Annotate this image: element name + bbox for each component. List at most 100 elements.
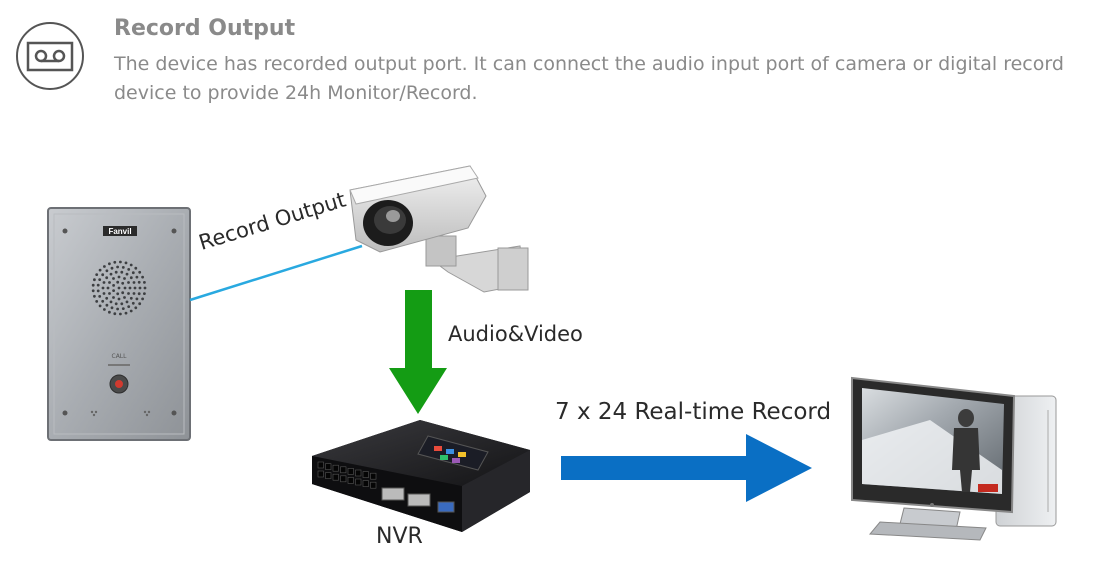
grille-hole xyxy=(101,273,105,277)
grille-hole xyxy=(102,292,106,295)
grille-hole xyxy=(127,281,130,284)
grille-hole xyxy=(129,276,133,280)
realtime-record-label: 7 x 24 Real-time Record xyxy=(555,399,832,425)
grille-hole xyxy=(98,268,102,272)
nvr-port xyxy=(325,463,332,470)
section-title: Record Output xyxy=(114,16,296,41)
grille-hole xyxy=(113,260,117,264)
grille-hole xyxy=(138,286,142,290)
grille-hole xyxy=(143,281,146,284)
audio-video-label: Audio&Video xyxy=(448,322,583,346)
vga-port xyxy=(437,501,455,513)
grille-hole xyxy=(120,302,124,306)
grille-hole xyxy=(121,266,125,269)
grille-hole xyxy=(121,307,125,310)
grille-hole xyxy=(134,266,138,270)
grille-hole xyxy=(125,272,129,276)
grille-hole xyxy=(119,260,122,264)
grille-hole xyxy=(123,286,127,290)
grille-hole xyxy=(143,292,146,295)
door-phone-device: Fanvil CALL xyxy=(47,207,191,441)
grille-hole xyxy=(138,270,142,274)
grille-hole xyxy=(137,292,141,296)
nvr-port xyxy=(317,470,324,478)
ethernet-port xyxy=(407,493,431,507)
grille-hole xyxy=(98,295,102,298)
grille-hole xyxy=(143,286,147,290)
grille-hole xyxy=(101,286,105,290)
grille-hole xyxy=(117,286,121,290)
nvr-port xyxy=(332,464,339,472)
grille-hole xyxy=(121,291,125,295)
grille-hole xyxy=(105,276,109,280)
grille-hole xyxy=(96,283,100,287)
grille-hole xyxy=(127,292,130,295)
grille-hole xyxy=(91,289,95,293)
grille-hole xyxy=(105,296,109,300)
nvr-port xyxy=(347,468,354,475)
grille-hole xyxy=(114,270,118,274)
nvr-port xyxy=(355,478,362,486)
grille-hole xyxy=(123,277,126,280)
grille-hole xyxy=(123,296,126,299)
grille-hole xyxy=(112,289,115,292)
grille-hole xyxy=(102,281,106,284)
grille-hole xyxy=(129,263,133,267)
grille-hole xyxy=(108,262,111,266)
grille-hole xyxy=(124,261,128,265)
right-arrow xyxy=(561,434,812,502)
grille-hole xyxy=(93,278,96,282)
nvr-port xyxy=(325,472,332,479)
grille-hole xyxy=(132,292,136,295)
nvr-label: NVR xyxy=(376,524,423,549)
grille-hole xyxy=(125,300,129,304)
grille-hole xyxy=(131,301,135,305)
grille-hole xyxy=(132,281,136,284)
grille-hole xyxy=(116,292,120,296)
grille-hole xyxy=(112,284,115,287)
grille-hole xyxy=(141,297,145,301)
down-arrow xyxy=(389,290,447,414)
nvr-port xyxy=(362,480,369,487)
grille-hole xyxy=(108,292,111,295)
grille-hole xyxy=(95,300,99,303)
nvr-port xyxy=(332,473,339,481)
nvr-device xyxy=(312,420,530,532)
grille-hole xyxy=(95,273,99,276)
grille-hole xyxy=(109,300,113,304)
grille-hole xyxy=(128,286,132,290)
nvr-ports xyxy=(317,461,377,489)
grille-hole xyxy=(117,297,121,301)
grille-hole xyxy=(106,286,110,290)
grille-hole xyxy=(116,265,119,269)
grille-hole xyxy=(124,311,128,315)
grille-hole xyxy=(96,289,100,293)
grille-hole xyxy=(112,296,115,299)
grille-hole xyxy=(116,307,119,311)
grille-hole xyxy=(127,305,131,308)
grille-hole xyxy=(112,277,115,280)
call-label: CALL xyxy=(112,353,128,360)
grille-hole xyxy=(103,265,106,268)
grille-hole xyxy=(134,306,138,310)
grille-hole xyxy=(119,312,122,316)
nvr-port xyxy=(340,466,347,474)
grille-hole xyxy=(133,286,137,290)
grille-hole xyxy=(120,270,124,274)
ethernet-port xyxy=(381,487,405,501)
grille-hole xyxy=(108,281,111,284)
grille-hole xyxy=(114,302,118,306)
brand-plate xyxy=(103,226,137,236)
grille-hole xyxy=(127,268,131,271)
section-description: The device has recorded output port. It … xyxy=(114,53,1064,104)
grille-hole xyxy=(103,308,106,311)
grille-hole xyxy=(138,302,142,306)
nvr-port xyxy=(317,461,324,469)
nvr-port xyxy=(340,475,347,483)
nvr-port xyxy=(362,471,369,478)
grille-hole xyxy=(109,272,113,276)
nvr-port xyxy=(370,481,377,489)
grille-hole xyxy=(116,280,120,284)
grille-hole xyxy=(110,266,114,270)
